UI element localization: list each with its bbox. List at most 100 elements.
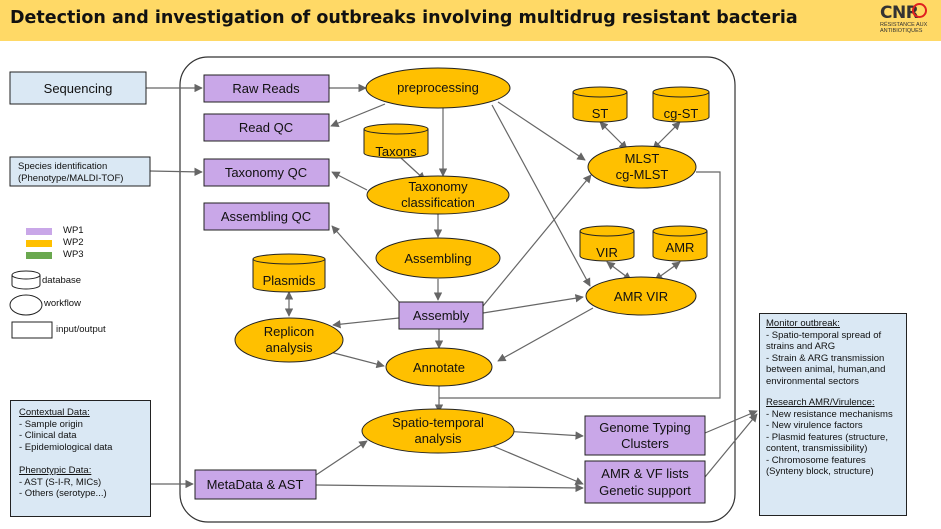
contextual-data-panel: Contextual Data: - Sample origin - Clini… xyxy=(10,400,151,517)
preprocessing-workflow xyxy=(365,67,511,109)
amr-vf-label: AMR & VF lists xyxy=(601,466,689,481)
edge-species-taxqc xyxy=(149,167,203,177)
legend-workflow-label: workflow xyxy=(44,298,81,309)
edge-preprocessing-mlst xyxy=(497,101,586,161)
page-title: Detection and investigation of outbreaks… xyxy=(10,8,798,28)
contextual-item: - Clinical data xyxy=(19,430,77,441)
legend-workflow-icon xyxy=(9,294,43,316)
cnr-logo: CNR RÉSISTANCE AUX ANTIBIOTIQUES xyxy=(880,3,938,39)
amr-vir-workflow xyxy=(585,276,697,316)
taxonomy-qc-label: Taxonomy QC xyxy=(225,165,307,180)
logo-main-text: CNR xyxy=(880,3,919,23)
contextual-data-title: Contextual Data: xyxy=(19,407,90,418)
metadata-box xyxy=(194,469,317,500)
genome-typing-label: Genome Typing xyxy=(599,420,691,435)
legend-wp2-swatch xyxy=(26,240,52,247)
monitor-outbreak-title: Monitor outbreak: xyxy=(766,318,840,329)
replicon-analysis-workflow xyxy=(234,317,344,363)
metadata-label: MetaData & AST xyxy=(207,477,304,492)
edge-spatio-amrvf xyxy=(492,445,584,485)
amr-vir-label: AMR VIR xyxy=(614,289,668,304)
raw-reads-label: Raw Reads xyxy=(232,81,300,96)
mlst-workflow xyxy=(587,145,697,189)
species-identification-sublabel: (Phenotype/MALDI-TOF) xyxy=(18,173,123,184)
raw-reads-box xyxy=(203,74,330,103)
logo-sub-text: RÉSISTANCE AUX ANTIBIOTIQUES xyxy=(880,22,928,34)
read-qc-box xyxy=(203,113,330,142)
contextual-item: - Epidemiological data xyxy=(19,441,113,453)
legend-input-output-icon xyxy=(11,321,53,339)
annotate-workflow xyxy=(385,347,493,387)
cg-st-label: cg-ST xyxy=(664,106,699,121)
research-item: - New resistance mechanisms xyxy=(766,408,893,420)
edge-preprocessing-amrvir xyxy=(491,104,591,287)
species-identification-label: Species identification xyxy=(18,161,107,172)
spatio-temporal-label: Spatio-temporal xyxy=(392,415,484,430)
research-item: - Chromosome features (Synteny block, st… xyxy=(766,454,874,478)
amr-vf-box xyxy=(584,460,706,504)
assembling-qc-box xyxy=(203,202,330,231)
preprocessing-label: preprocessing xyxy=(397,80,479,95)
legend-database-icon xyxy=(11,270,41,290)
legend-wp3-swatch xyxy=(26,252,52,259)
contextual-item: - Sample origin xyxy=(19,418,83,430)
spatio-temporal-sublabel: analysis xyxy=(415,431,462,446)
amr-database xyxy=(652,225,708,262)
edge-preprocessing-readqc xyxy=(330,103,386,128)
edge-metadata-amrvf xyxy=(315,483,584,493)
research-item: - Plasmid features (structure, content, … xyxy=(766,431,888,455)
research-title: Research AMR/Virulence: xyxy=(766,397,875,408)
monitor-item: - Spatio-temporal spread of strains and … xyxy=(766,329,882,353)
vir-label: VIR xyxy=(596,245,618,260)
taxonomy-qc-box xyxy=(203,158,330,187)
edge-assembly-amrvir xyxy=(482,294,584,314)
edge-amrvf-monitor xyxy=(704,413,758,478)
edge-amr-amrvir xyxy=(654,261,681,281)
header-bar: Detection and investigation of outbreaks… xyxy=(0,0,941,41)
edge-mlst-loop xyxy=(439,171,721,399)
vir-database xyxy=(579,225,635,262)
edge-amrvir-annotate xyxy=(497,307,594,362)
spatio-temporal-workflow xyxy=(361,408,515,454)
edge-metadata-spatio xyxy=(315,440,368,476)
st-database xyxy=(572,86,628,123)
edge-st-mlst xyxy=(599,121,628,150)
legend-wp1-swatch xyxy=(26,228,52,235)
plasmids-label: Plasmids xyxy=(263,273,316,288)
legend-input-output-label: input/output xyxy=(56,324,106,335)
edge-spatio-genometyping xyxy=(502,430,584,440)
assembling-qc-label: Assembling QC xyxy=(221,209,311,224)
replicon-analysis-label: Replicon xyxy=(264,324,315,339)
genome-typing-sublabel: Clusters xyxy=(621,436,669,451)
edge-assembly-replicon xyxy=(332,317,400,329)
edge-assembly-mlst xyxy=(482,174,592,307)
st-label: ST xyxy=(592,106,609,121)
assembly-label: Assembly xyxy=(413,308,470,323)
taxons-database xyxy=(363,123,429,159)
legend-wp2-label: WP2 xyxy=(63,237,84,248)
mlst-label: MLST xyxy=(625,151,660,166)
edge-taxclass-taxqc xyxy=(331,171,368,191)
assembly-box xyxy=(398,301,484,330)
edge-cgst-mlst xyxy=(652,121,681,150)
taxons-label: Taxons xyxy=(375,144,417,159)
taxonomy-classification-sublabel: classification xyxy=(401,195,475,210)
legend-database-label: database xyxy=(42,275,82,286)
workflow-container xyxy=(179,56,736,523)
monitor-item: - Strain & ARG transmission between anim… xyxy=(766,352,886,387)
monitor-outbreak-panel: Monitor outbreak: - Spatio-temporal spre… xyxy=(759,313,907,516)
connectors xyxy=(146,83,758,493)
phenotypic-item: - Others (serotype...) xyxy=(19,488,107,499)
amr-label: AMR xyxy=(666,240,695,255)
amr-vf-sublabel: Genetic support xyxy=(599,483,691,498)
edge-genometyping-monitor xyxy=(704,410,758,434)
cg-st-database xyxy=(652,86,710,123)
taxonomy-classification-label: Taxonomy xyxy=(408,179,468,194)
plasmids-database xyxy=(252,253,326,293)
assembling-workflow xyxy=(375,237,501,279)
edge-replicon-annotate xyxy=(329,351,385,369)
species-identification-box xyxy=(9,156,151,187)
edge-assembly-assemblingqc xyxy=(331,225,401,304)
